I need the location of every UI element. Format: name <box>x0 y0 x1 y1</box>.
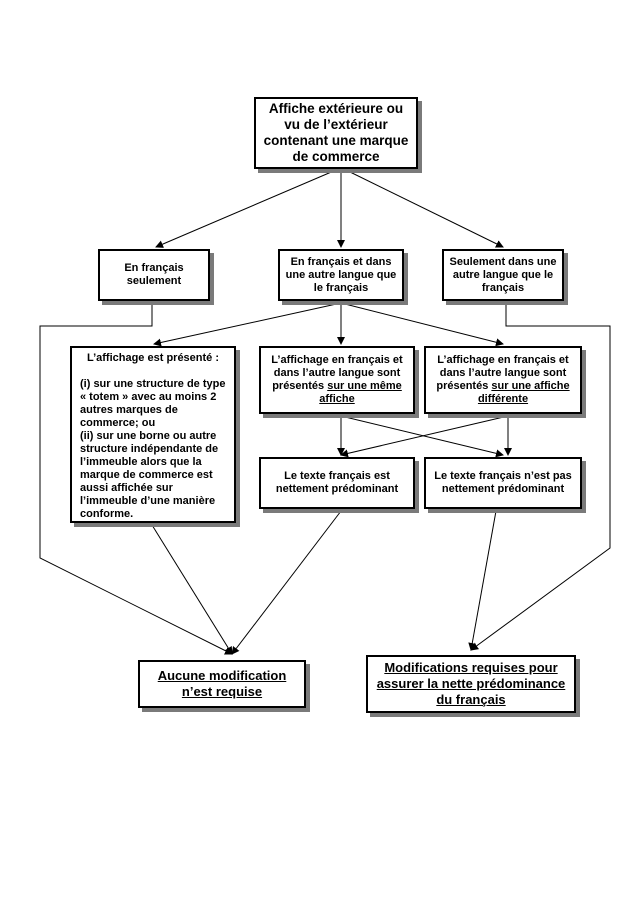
outcome-no-modification-text: Aucune modification n’est requise <box>157 668 287 699</box>
start-box: Affiche extérieure ou vu de l’extérieur … <box>254 97 418 169</box>
arrow-not-predominant-to-required <box>468 510 497 651</box>
different-sign-text: L’affichage en français et dans l’autre … <box>436 354 570 405</box>
arrow-start-to-french-only <box>155 169 337 248</box>
branch-other-language-only-box: Seulement dans une autre langue que le f… <box>442 249 564 301</box>
outcome-modifications-required-text: Modifications requises pour assurer la n… <box>376 660 566 707</box>
outcome-no-modification-box: Aucune modification n’est requise <box>138 660 306 708</box>
not-predominant-text: Le texte français n’est pas nettement pr… <box>434 470 572 495</box>
branch-french-only-box: En français seulement <box>98 249 210 301</box>
branch-french-only-text: En français seulement <box>124 262 184 287</box>
same-sign-box: L’affichage en français et dans l’autre … <box>259 346 415 414</box>
totem-condition-box: L’affichage est présenté : (i) sur une s… <box>70 346 236 523</box>
start-text: Affiche extérieure ou vu de l’extérieur … <box>263 101 409 164</box>
branch-both-languages-box: En français et dans une autre langue que… <box>278 249 404 301</box>
arrow-french-only-to-none <box>39 303 233 655</box>
arrow-same-to-not-predominant <box>340 415 504 458</box>
predominant-box: Le texte français est nettement prédomin… <box>259 457 415 509</box>
not-predominant-box: Le texte français n’est pas nettement pr… <box>424 457 582 509</box>
arrow-both-to-different-sign <box>340 302 504 347</box>
branch-both-languages-text: En français et dans une autre langue que… <box>285 255 397 294</box>
arrow-predominant-to-none <box>231 510 342 655</box>
predominant-text: Le texte français est nettement prédomin… <box>275 470 399 495</box>
different-sign-box: L’affichage en français et dans l’autre … <box>424 346 582 414</box>
same-sign-text: L’affichage en français et dans l’autre … <box>271 354 403 405</box>
arrow-different-to-predominant <box>340 415 509 458</box>
totem-option-1: (i) sur une structure de type « totem » … <box>80 378 226 429</box>
totem-option-2: (ii) sur une borne ou autre structure in… <box>80 430 219 520</box>
branch-other-language-only-text: Seulement dans une autre langue que le f… <box>449 255 557 294</box>
same-sign-emphasis: sur une même affiche <box>319 380 402 405</box>
arrow-totem-to-none <box>151 524 233 655</box>
arrow-other-only-to-required <box>470 303 611 651</box>
arrow-start-to-other-only <box>345 169 504 248</box>
totem-heading: L’affichage est présenté : <box>86 352 220 364</box>
arrow-both-to-totem <box>153 302 342 347</box>
outcome-modifications-required-box: Modifications requises pour assurer la n… <box>366 655 576 713</box>
different-sign-emphasis: sur une affiche différente <box>477 380 570 405</box>
